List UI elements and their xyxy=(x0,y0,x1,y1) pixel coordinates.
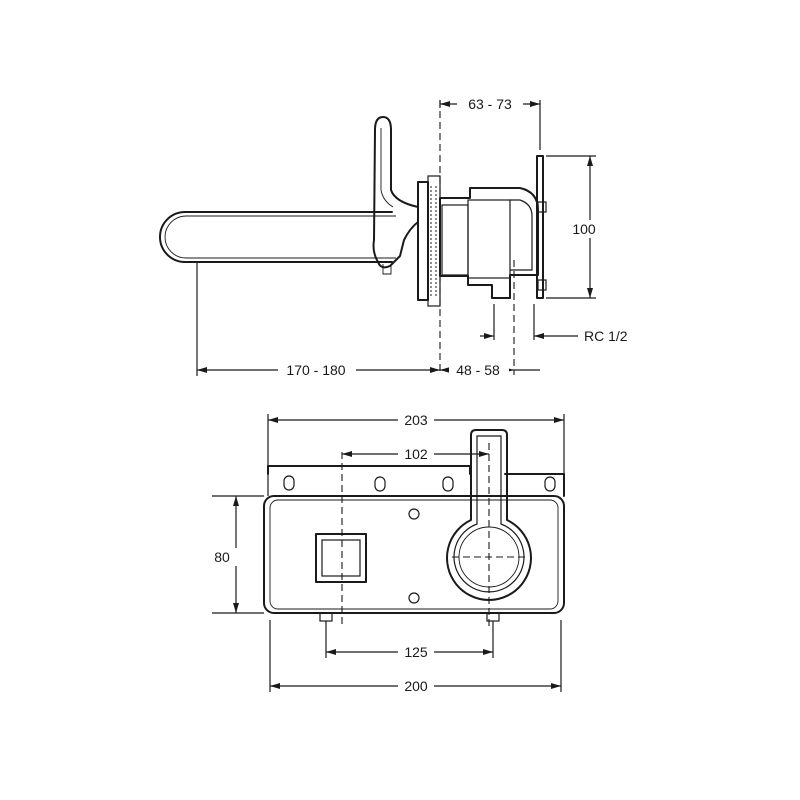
foot xyxy=(319,612,333,622)
dim-label-center-offset: 102 xyxy=(404,446,428,462)
front-view xyxy=(263,429,565,628)
front-cover xyxy=(263,495,565,614)
flange xyxy=(417,181,429,301)
dim-plate-height-front: 80 xyxy=(212,495,264,614)
dim-label-plate-width: 200 xyxy=(404,678,428,694)
dim-body-offset: 48 - 58 xyxy=(440,361,540,379)
spout-outlet xyxy=(446,429,532,601)
spout xyxy=(159,211,393,263)
dim-label-hole-spacing: 125 xyxy=(404,644,428,660)
dim-center-offset: 102 xyxy=(342,445,489,463)
dim-mount-depth: 63 - 73 xyxy=(439,95,541,150)
dim-hole-spacing: 125 xyxy=(325,621,494,661)
dim-connection: RC 1/2 xyxy=(480,328,628,344)
side-view xyxy=(159,100,547,375)
dim-plate-width: 200 xyxy=(269,620,562,695)
screw xyxy=(408,592,420,604)
mounting-slot xyxy=(374,476,386,492)
dim-label-connection: RC 1/2 xyxy=(584,328,628,344)
dim-label-mount-depth: 63 - 73 xyxy=(468,96,512,112)
wall-plate xyxy=(536,155,544,299)
dim-plate-height: 100 xyxy=(546,155,610,299)
dim-spout-reach: 170 - 180 xyxy=(196,262,440,379)
mounting-plate xyxy=(267,465,565,497)
dim-label-plate-height-front: 80 xyxy=(214,549,230,565)
screw xyxy=(408,508,420,520)
mounting-slot xyxy=(442,476,454,492)
mounting-slot xyxy=(283,475,295,491)
dim-label-spout-reach: 170 - 180 xyxy=(286,362,345,378)
lever-handle xyxy=(372,116,419,269)
mounting-slot xyxy=(544,476,556,492)
dim-label-body-offset: 48 - 58 xyxy=(456,362,500,378)
dim-label-plate-height: 100 xyxy=(572,221,596,237)
dim-overall-width: 203 xyxy=(267,411,565,474)
dim-label-overall-width: 203 xyxy=(404,412,428,428)
lever-square xyxy=(315,533,367,583)
